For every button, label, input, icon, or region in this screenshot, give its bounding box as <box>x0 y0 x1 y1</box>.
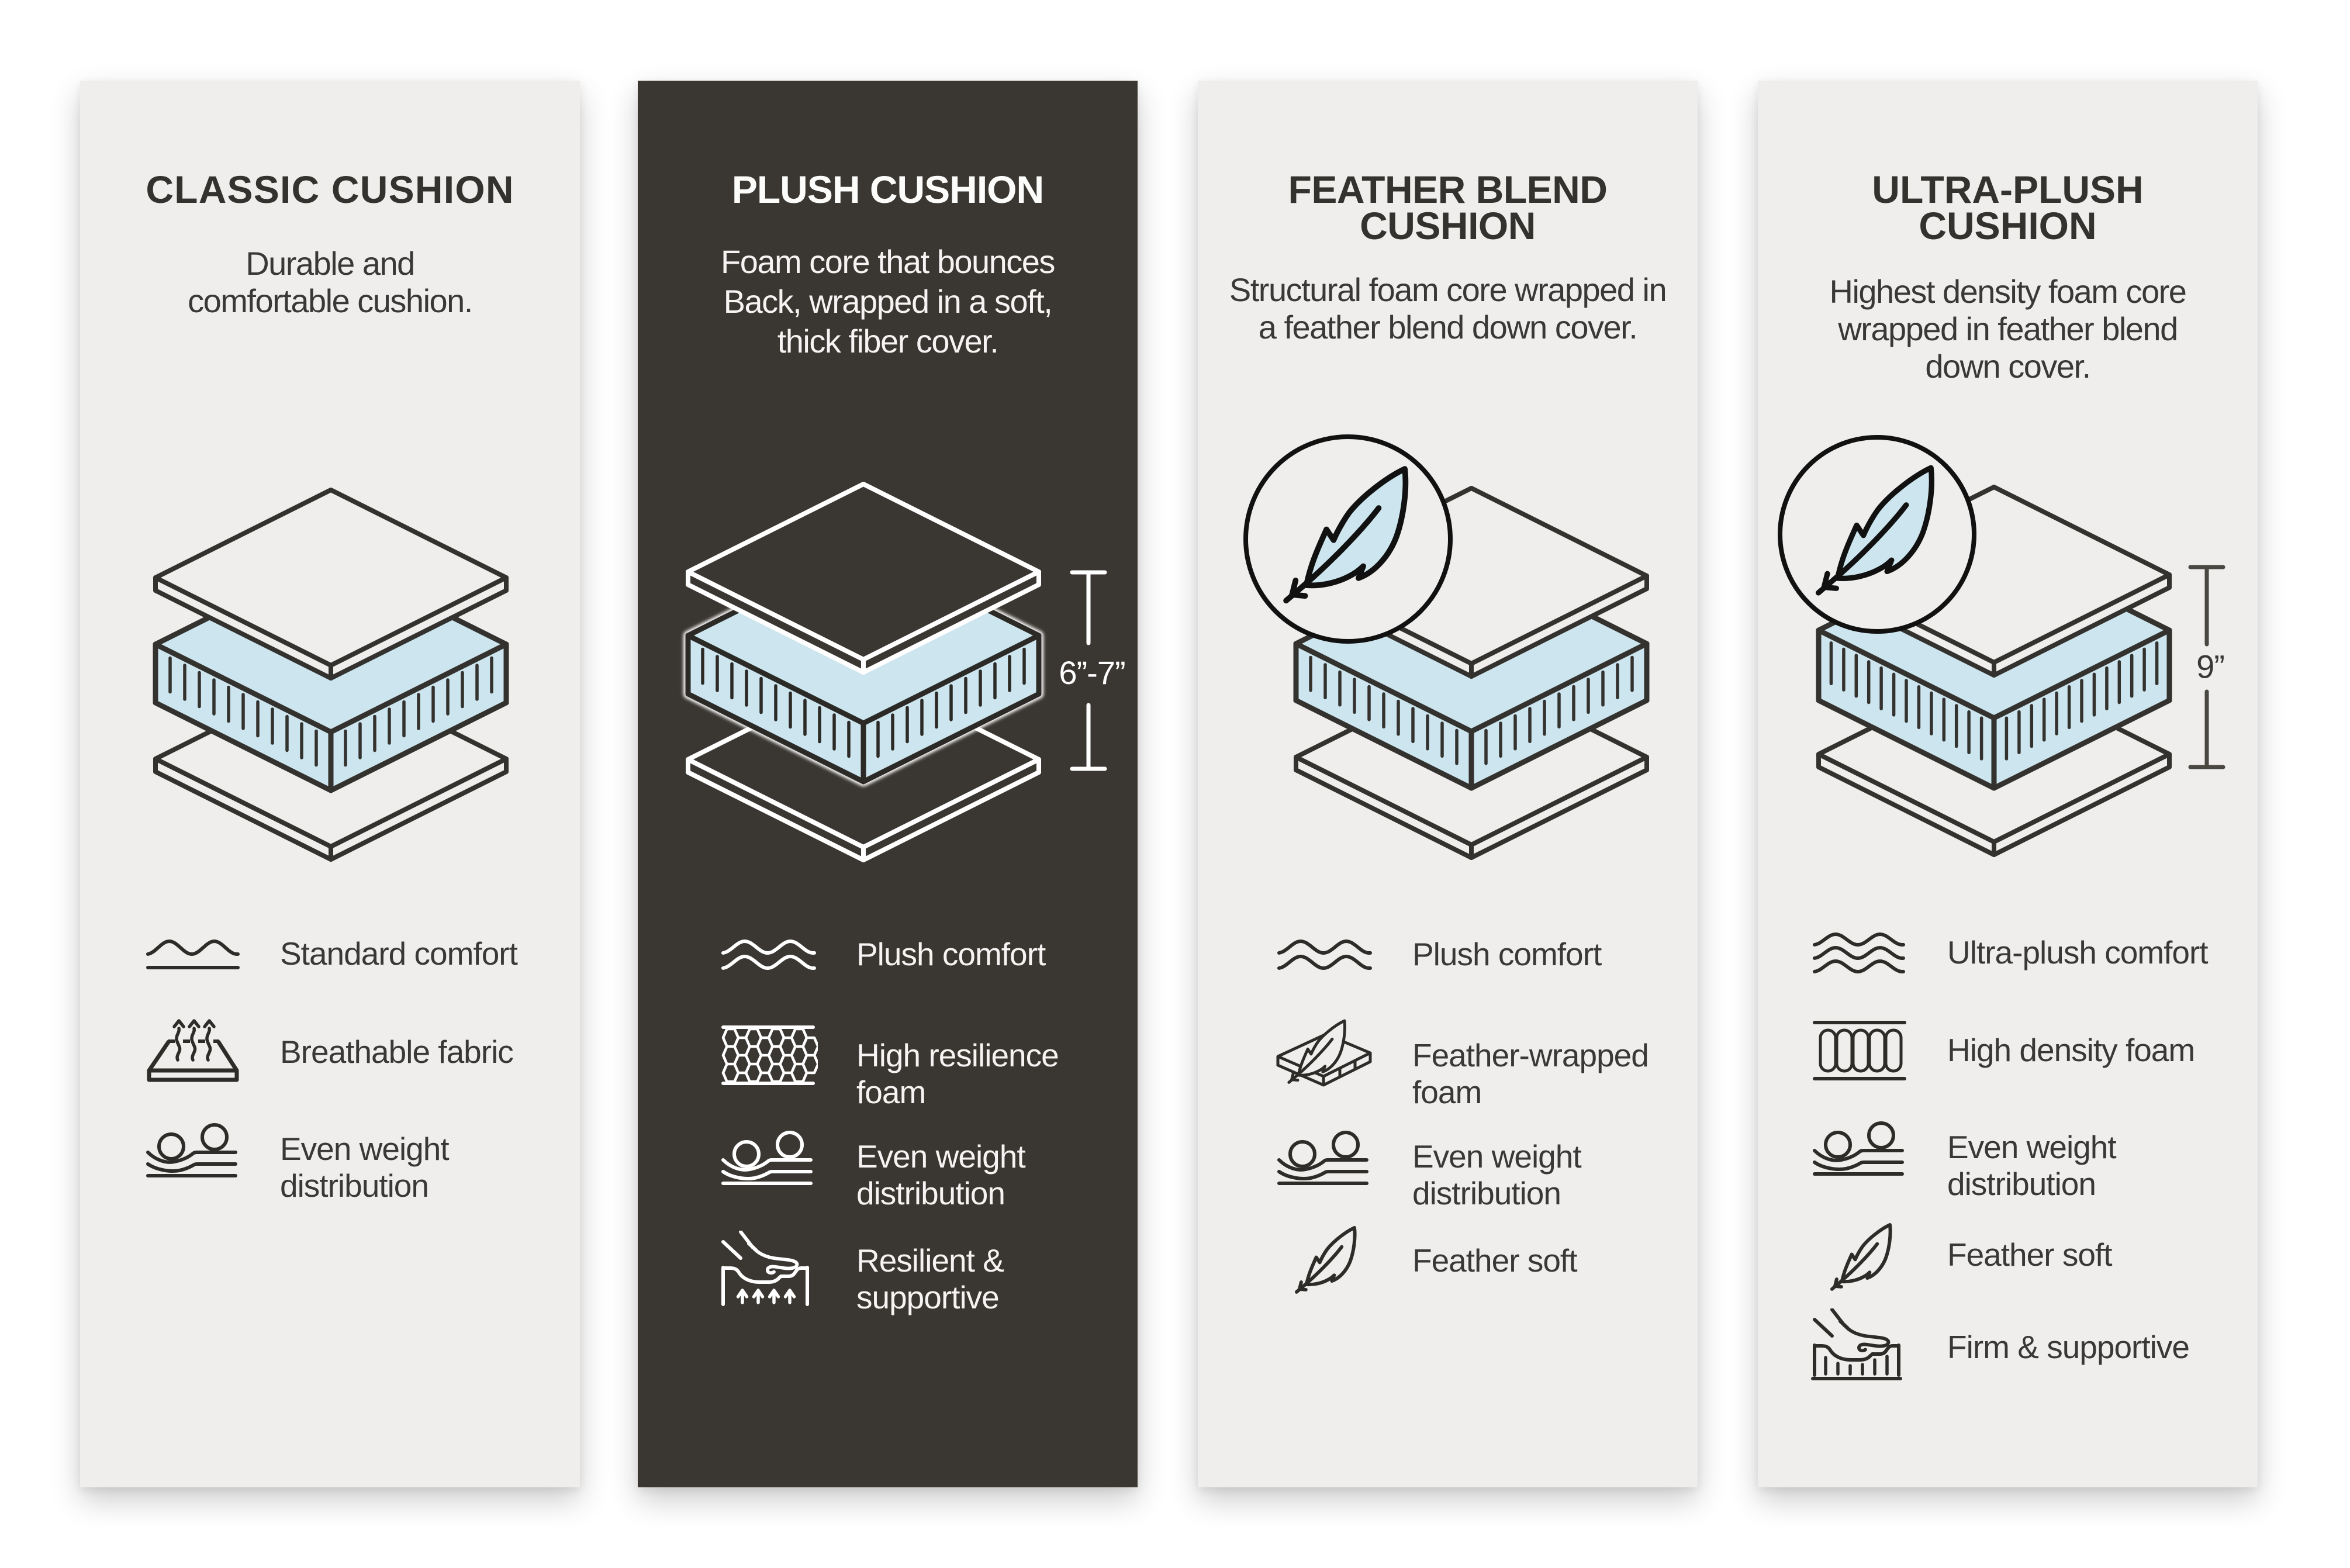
svg-text:6”-7”: 6”-7” <box>1059 654 1125 691</box>
svg-text:9”: 9” <box>2196 648 2224 685</box>
